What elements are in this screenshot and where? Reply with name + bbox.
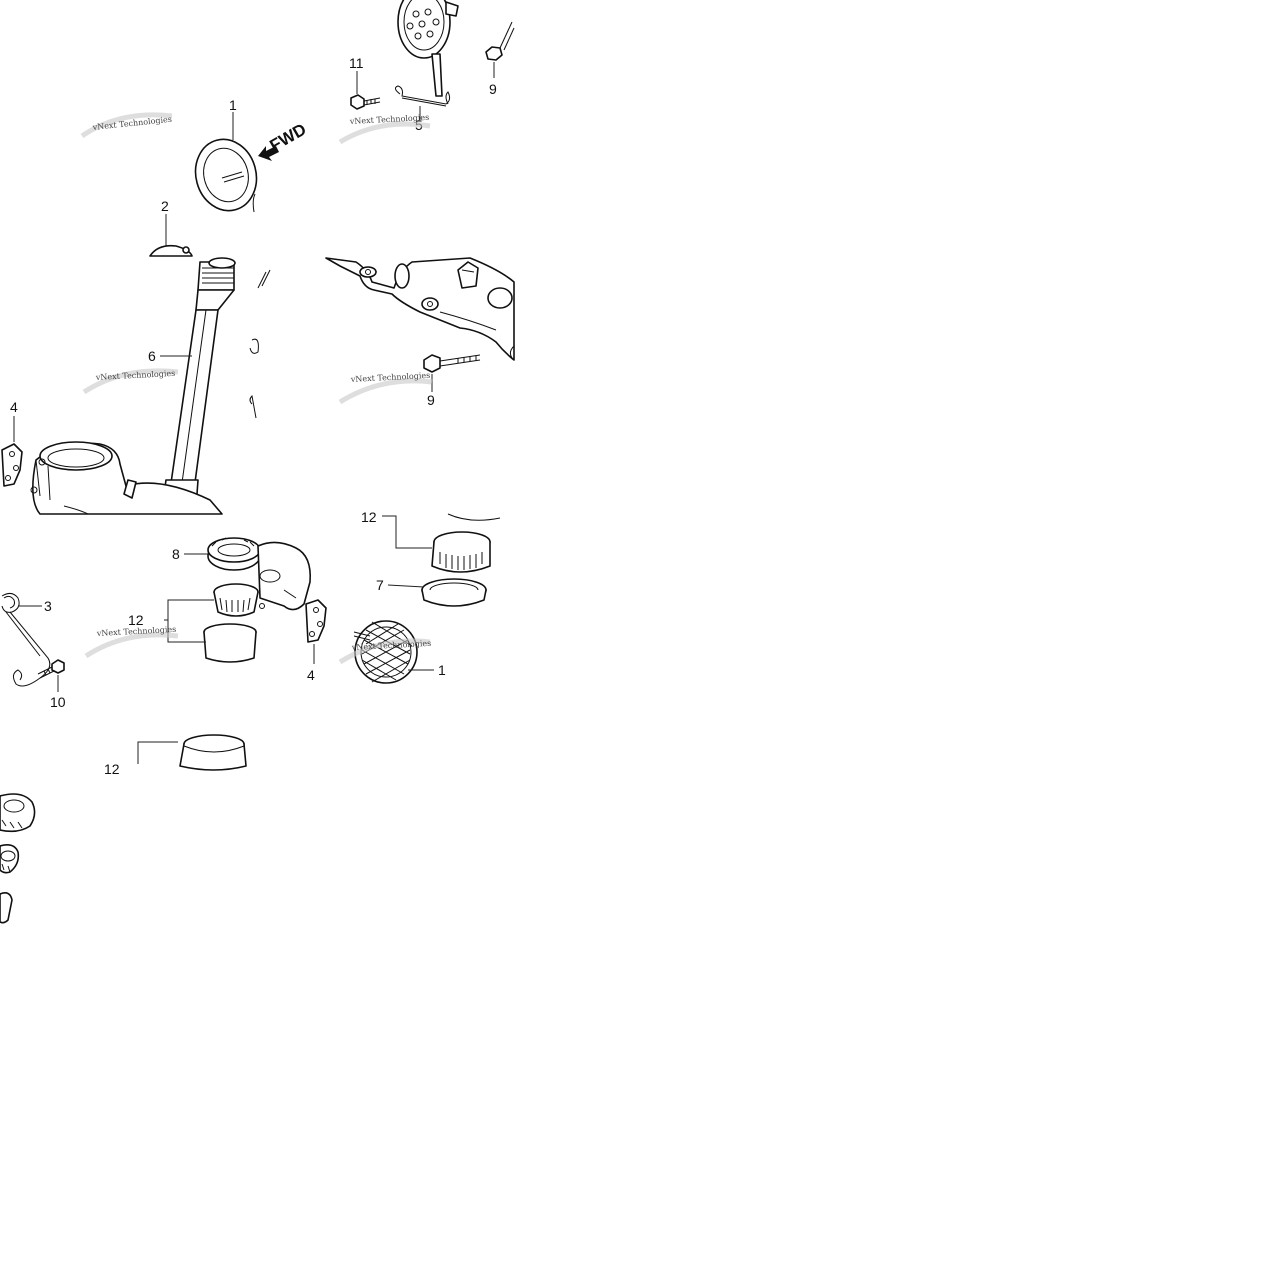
part-horn-disc[interactable] — [397, 0, 459, 97]
callout-4-right: 4 — [307, 667, 315, 683]
watermark: vNext Technologies — [338, 638, 432, 665]
part-2-nut[interactable] — [149, 244, 193, 257]
callout-6: 6 — [148, 348, 156, 364]
callout-4-left: 4 — [10, 399, 18, 415]
part-12-bearing-bottom[interactable] — [0, 844, 20, 874]
tile-middle-right: 9 vNext Technologies — [325, 257, 515, 408]
callout-11: 11 — [349, 55, 364, 71]
callout-10: 10 — [50, 694, 66, 710]
tile-lower-right: 12 7 4 1 vNext — [257, 509, 501, 684]
part-4-plate-right[interactable] — [305, 599, 327, 643]
svg-text:vNext Technologies: vNext Technologies — [351, 639, 432, 652]
part-12-race-mid[interactable] — [203, 623, 257, 663]
forward-arrow-icon: FWD — [258, 120, 310, 161]
watermark: vNext Technologies — [338, 113, 431, 145]
part-12-bearing-mid[interactable] — [213, 583, 259, 617]
svg-text:vNext Technologies: vNext Technologies — [350, 371, 431, 384]
watermark: vNext Technologies — [80, 112, 173, 139]
part-8-lock-nut[interactable] — [207, 537, 261, 571]
part-8-lock-nut-bottom[interactable] — [0, 793, 36, 833]
callout-9-top: 9 — [489, 81, 497, 97]
svg-text:vNext Technologies: vNext Technologies — [95, 369, 176, 382]
part-6-steering-stem[interactable] — [161, 257, 236, 509]
part-11-bolt[interactable] — [350, 94, 381, 110]
svg-text:vNext Technologies: vNext Technologies — [349, 113, 430, 126]
part-1-cap-right[interactable] — [353, 620, 418, 684]
watermark: vNext Technologies — [338, 371, 433, 405]
callout-8: 8 — [172, 546, 180, 562]
part-4-plate-left[interactable] — [1, 443, 23, 487]
callout-12-bottom: 12 — [104, 761, 120, 777]
part-7-dust-seal[interactable] — [421, 578, 487, 607]
part-12-race-bottom-2[interactable] — [0, 892, 13, 924]
tile-top-right: 5 11 9 vNext Technologies — [338, 0, 515, 145]
tile-lower-left: 8 12 3 10 — [1, 537, 261, 710]
part-steering-stem-crown[interactable] — [30, 441, 223, 515]
svg-text:vNext Technologies: vNext Technologies — [96, 625, 177, 638]
watermark: vNext Technologies — [82, 368, 179, 395]
watermark: vNext Technologies — [84, 625, 179, 659]
callout-3: 3 — [44, 598, 52, 614]
part-12-bearing-right[interactable] — [431, 531, 491, 573]
callout-1-top: 1 — [229, 97, 237, 113]
tile-middle-left: 6 4 vNext Technologies — [1, 257, 271, 515]
part-top-bridge[interactable] — [325, 257, 515, 361]
part-10-bolt[interactable] — [37, 659, 65, 679]
part-9-bolt-top[interactable] — [485, 21, 515, 61]
forward-label: FWD — [267, 120, 310, 156]
callout-12-mid: 12 — [128, 612, 144, 628]
part-1-cap-top[interactable] — [188, 132, 265, 217]
tile-top-left: 1 FWD 2 vNext Technologies — [80, 97, 310, 257]
tile-bottom-left: 12 — [0, 734, 247, 924]
part-12-race-bottom[interactable] — [179, 734, 247, 771]
part-9-bolt-mid[interactable] — [423, 354, 481, 373]
callout-2: 2 — [161, 198, 169, 214]
callout-12-right: 12 — [361, 509, 377, 525]
callout-7: 7 — [376, 577, 384, 593]
callout-9-mid: 9 — [427, 392, 435, 408]
part-5-stay[interactable] — [394, 85, 451, 107]
callout-1-right: 1 — [438, 662, 446, 678]
part-crown-edge[interactable] — [257, 541, 312, 611]
